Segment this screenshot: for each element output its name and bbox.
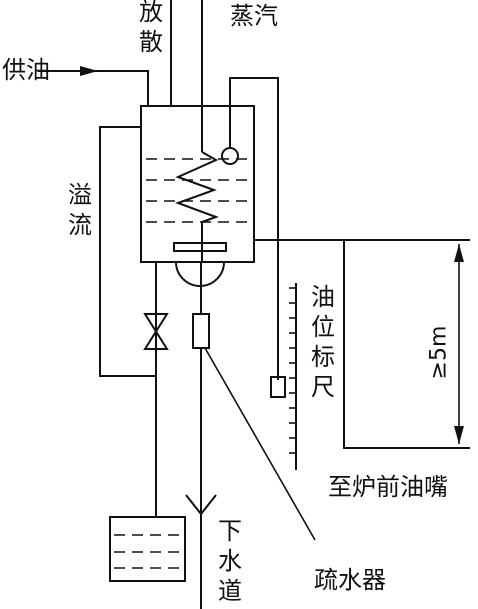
steam-trap <box>192 313 210 349</box>
oil-tank <box>140 105 255 263</box>
overflow-pipe <box>99 126 156 377</box>
steam-trap-leader <box>204 347 316 541</box>
burner-feed-pipe <box>343 240 470 449</box>
oil-supply-pipe <box>38 70 149 106</box>
label-oil-level-gauge: 油位标尺 <box>311 283 335 401</box>
sewer-funnel <box>185 494 217 516</box>
float-rod <box>229 77 279 380</box>
label-vent: 放散 <box>139 0 163 56</box>
drain-valve <box>143 313 169 350</box>
height-arrow-top <box>454 244 464 262</box>
label-steam-trap: 疏水器 <box>314 566 386 594</box>
label-to-burner: 至炉前油嘴 <box>328 473 448 501</box>
outlet-plate <box>173 242 227 252</box>
label-height: ≥5m <box>426 325 452 380</box>
height-arrow-bottom <box>454 426 464 444</box>
oil-supply-arrow <box>80 66 98 76</box>
label-drain: 下水道 <box>218 517 242 605</box>
level-indicator <box>270 376 286 398</box>
label-oil-supply: 供油 <box>2 56 50 84</box>
float-ball <box>221 147 239 165</box>
label-steam: 蒸汽 <box>230 2 278 30</box>
label-overflow: 溢流 <box>68 181 92 239</box>
oil-level-scale <box>289 283 297 470</box>
steam-heating-coil <box>175 151 219 262</box>
drain-tank <box>109 516 186 582</box>
